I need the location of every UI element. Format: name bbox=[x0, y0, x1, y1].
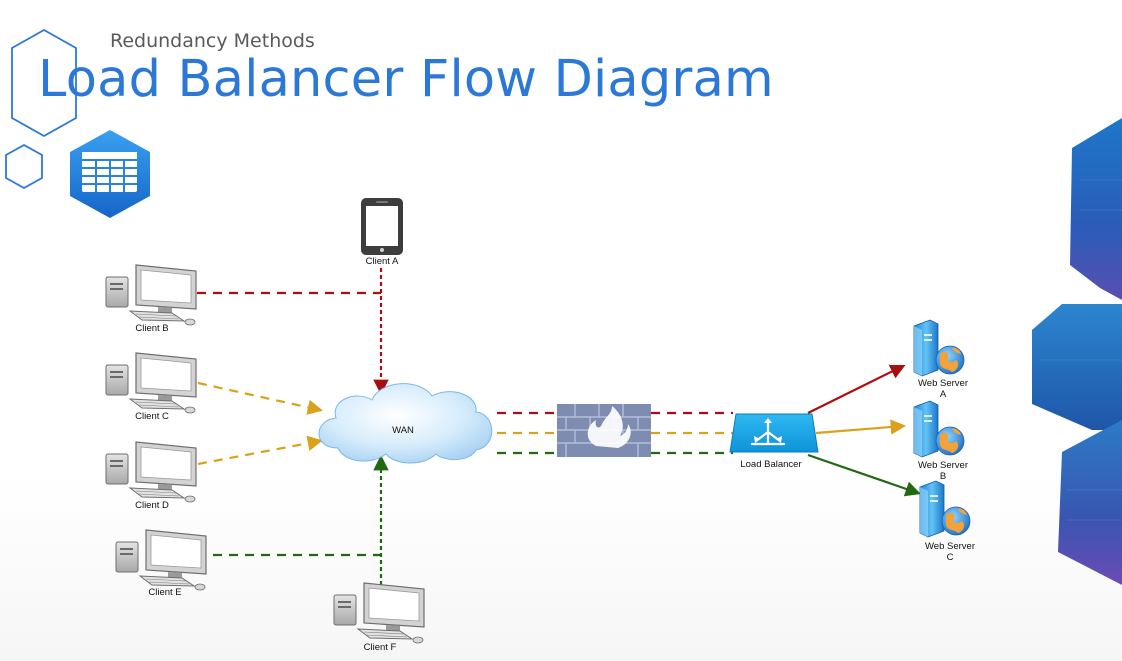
desktop-computer-icon bbox=[115, 529, 207, 591]
page-title: Load Balancer Flow Diagram bbox=[38, 50, 774, 109]
line-lb-server-a bbox=[807, 364, 906, 414]
cloud-icon bbox=[318, 383, 493, 464]
label-wan: WAN bbox=[392, 425, 414, 436]
line-client-c bbox=[197, 381, 324, 415]
label-web-server-b-line1: Web Server bbox=[918, 460, 968, 471]
label-web-server-a: Web Server A bbox=[903, 378, 983, 400]
page-subtitle: Redundancy Methods bbox=[110, 30, 315, 52]
label-web-server-c: Web Server C bbox=[910, 541, 990, 563]
firewall-icon bbox=[557, 404, 651, 457]
connection-lines bbox=[197, 268, 733, 585]
server-links bbox=[807, 364, 921, 497]
desktop-computer-icon bbox=[333, 582, 425, 644]
label-load-balancer: Load Balancer bbox=[740, 459, 802, 470]
label-client-d: Client D bbox=[135, 500, 169, 511]
table-icon bbox=[70, 130, 150, 218]
decorative-hexagons bbox=[1032, 118, 1122, 585]
label-web-server-c-line2: C bbox=[946, 552, 954, 563]
label-web-server-c-line1: Web Server bbox=[925, 541, 975, 552]
web-server-icon bbox=[919, 480, 971, 538]
label-client-b: Client B bbox=[135, 323, 169, 334]
desktop-computer-icon bbox=[105, 264, 197, 326]
label-web-server-a-line1: Web Server bbox=[918, 378, 968, 389]
label-client-c: Client C bbox=[135, 411, 169, 422]
load-balancer-icon bbox=[729, 413, 819, 453]
line-lb-server-b bbox=[815, 419, 907, 435]
line-client-d bbox=[197, 435, 324, 466]
desktop-computer-icon bbox=[105, 352, 197, 414]
label-client-f: Client F bbox=[363, 642, 397, 653]
web-server-icon bbox=[913, 319, 965, 377]
label-web-server-b-line2: B bbox=[939, 471, 947, 482]
label-client-a: Client A bbox=[365, 256, 399, 267]
label-client-e: Client E bbox=[148, 587, 182, 598]
hexagon-outline-icon bbox=[5, 28, 77, 190]
label-web-server-a-line2: A bbox=[939, 389, 947, 400]
web-server-icon bbox=[913, 400, 965, 458]
line-lb-server-c bbox=[807, 453, 921, 497]
tablet-icon bbox=[361, 198, 403, 255]
label-web-server-b: Web Server B bbox=[903, 460, 983, 482]
desktop-computer-icon bbox=[105, 441, 197, 503]
